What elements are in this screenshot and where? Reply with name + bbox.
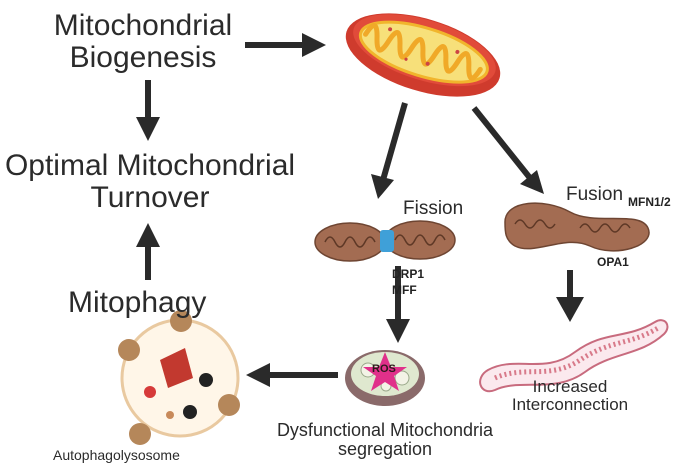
ros-star-icon [363,352,407,391]
arrow-biogenesis-to-turnover [136,80,160,141]
fusion-label: Fusion [566,184,624,205]
fission-label: Fission [403,198,464,219]
biogenesis-line1: Mitochondrial [53,9,233,42]
drp1-ring-icon [380,230,394,252]
dysfunctional-label: Dysfunctional Mitochondria segregation [255,421,515,459]
optimal-line2: Turnover [90,180,210,214]
autophagolysosome-label: Autophagolysosome [53,447,180,463]
ros-label: ROS [372,363,396,375]
interconnection-label: Increased Interconnection [470,378,670,414]
mitophagy-label: Mitophagy [68,286,207,319]
opa1-label: OPA1 [597,255,629,269]
arrow-biogenesis-to-mitochondrion [245,33,326,57]
interconnection-line1: Increased [532,377,608,396]
fission-mitochondrion-icon [314,220,456,262]
arrow-dysfunctional-to-autophagolysosome [246,363,338,387]
dysfunctional-mitochondrion-icon [345,350,425,406]
biogenesis-line2: Biogenesis [69,40,217,74]
autophagolysosome-icon [118,310,240,445]
arrow-mitochondrion-to-fission [371,102,408,199]
arrow-fission-to-dysfunctional [386,266,410,343]
mff-label: MFF [392,283,417,297]
optimal-line1: Optimal Mitochondrial [4,149,296,182]
arrow-mitochondrion-to-fusion [471,106,544,194]
mitochondrion-icon [345,13,501,97]
mfn12-label: MFN1/2 [628,195,671,209]
interconnected-network-icon [479,319,669,393]
biogenesis-label: Mitochondrial Biogenesis [38,10,248,73]
arrow-fusion-to-network [556,270,584,322]
dysfunctional-line1: Dysfunctional Mitochondria [276,420,494,440]
drp1-label: DRP1 [392,267,425,281]
arrow-mitophagy-to-turnover [136,223,160,280]
optimal-turnover-label: Optimal Mitochondrial Turnover [0,150,300,213]
interconnection-line2: Interconnection [511,394,629,414]
dysfunctional-line2: segregation [337,438,433,459]
fusion-mitochondrion-icon [504,202,650,252]
